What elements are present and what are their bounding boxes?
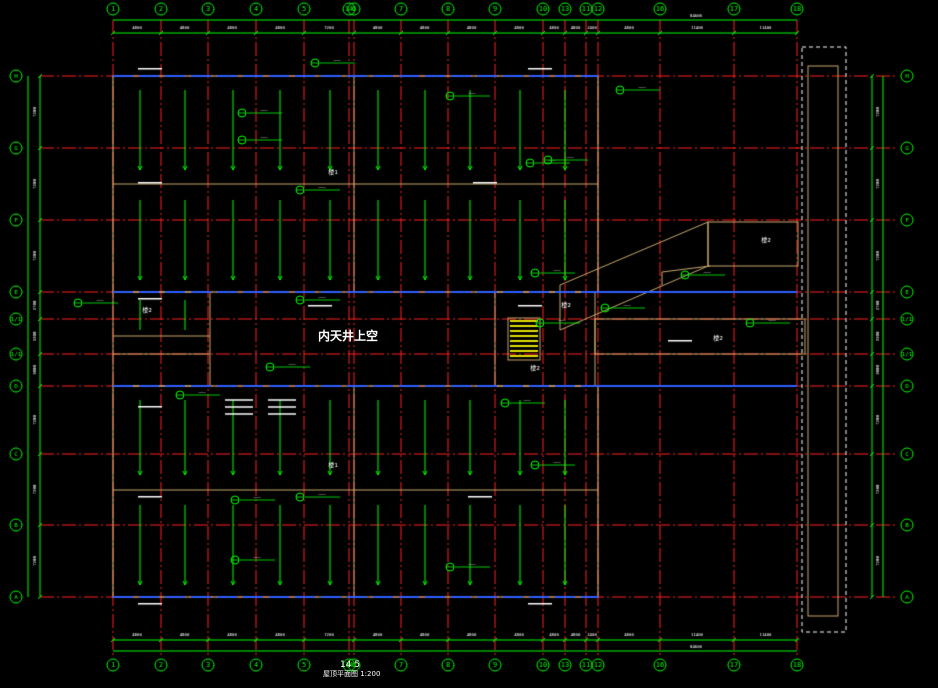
cad-floor-plan-canvas [0, 0, 938, 688]
